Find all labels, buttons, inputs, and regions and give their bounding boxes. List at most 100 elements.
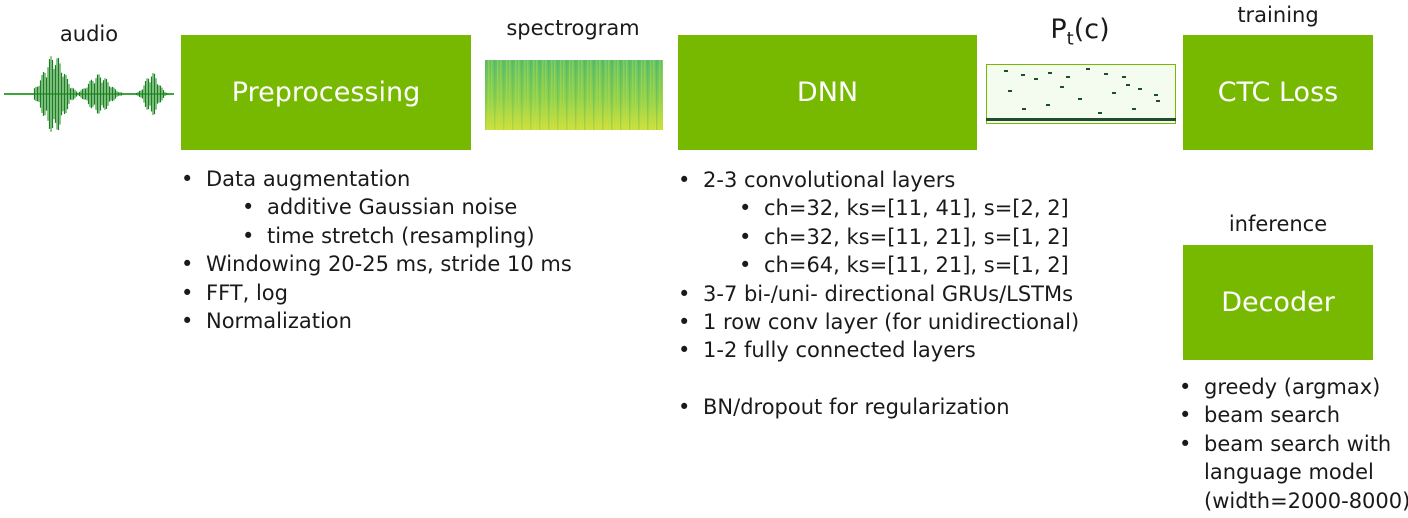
spectrogram-stripe (494, 60, 496, 130)
probability-subscript: t (1066, 28, 1074, 50)
list-item: beam search (1179, 401, 1408, 430)
list-spacer (678, 365, 1079, 393)
spectrogram-stripe (605, 60, 607, 130)
inference-label: inference (1228, 212, 1328, 236)
list-item: time stretch (resampling) (181, 222, 572, 251)
spectrogram-stripe (653, 60, 655, 130)
spectrogram-stripe (560, 60, 562, 130)
dnn-list: 2-3 convolutional layers ch=32, ks=[11, … (678, 166, 1079, 422)
spectrogram-stripe (506, 60, 508, 130)
spectrogram-stripe (554, 60, 556, 130)
spectrogram-stripe (557, 60, 559, 130)
list-item: ch=32, ks=[11, 21], s=[1, 2] (678, 223, 1079, 252)
spectrogram-stripe (656, 60, 658, 130)
spectrogram-stripe (635, 60, 637, 130)
spectrogram-stripe (491, 60, 493, 130)
probability-argument: (c) (1073, 14, 1110, 45)
spectrogram-stripe (638, 60, 640, 130)
decoder-box: Decoder (1183, 245, 1373, 360)
list-item: BN/dropout for regularization (678, 393, 1079, 422)
probability-mark (1066, 76, 1070, 78)
spectrogram-image (485, 60, 663, 130)
list-item: Data augmentation (181, 165, 572, 194)
probability-mark (1138, 88, 1142, 90)
spectrogram-stripe (629, 60, 631, 130)
spectrogram-stripe (641, 60, 643, 130)
spectrogram-stripe (602, 60, 604, 130)
list-item: greedy (argmax) (1179, 373, 1408, 402)
probability-mark (1112, 92, 1116, 94)
spectrogram-label: spectrogram (506, 16, 640, 40)
probability-mark (1034, 78, 1038, 80)
audio-waveform-icon (4, 56, 174, 132)
spectrogram-stripe (623, 60, 625, 130)
spectrogram-stripe (539, 60, 541, 130)
spectrogram-stripe (485, 60, 487, 130)
spectrogram-stripe (626, 60, 628, 130)
spectrogram-stripe (608, 60, 610, 130)
spectrogram-stripe (500, 60, 502, 130)
probability-mark (1086, 68, 1090, 70)
probability-mark (1098, 112, 1102, 114)
spectrogram-stripe (611, 60, 613, 130)
list-item: ch=32, ks=[11, 41], s=[2, 2] (678, 194, 1079, 223)
probability-label: Pt(c) (1035, 14, 1125, 49)
list-item: (width=2000-8000) (1204, 488, 1408, 513)
spectrogram-stripe (647, 60, 649, 130)
spectrogram-stripe (536, 60, 538, 130)
spectrogram-stripe (578, 60, 580, 130)
probability-mark (1048, 72, 1052, 74)
spectrogram-stripe (512, 60, 514, 130)
spectrogram-stripe (617, 60, 619, 130)
preprocessing-box: Preprocessing (181, 35, 471, 150)
list-item: additive Gaussian noise (181, 193, 572, 222)
probability-mark (1122, 76, 1126, 78)
list-item: language model (1204, 460, 1374, 485)
ctc-loss-box: CTC Loss (1183, 35, 1373, 150)
spectrogram-stripe (542, 60, 544, 130)
probability-mark (1008, 90, 1012, 92)
list-item: ch=64, ks=[11, 21], s=[1, 2] (678, 251, 1079, 280)
spectrogram-stripe (644, 60, 646, 130)
spectrogram-stripe (503, 60, 505, 130)
output-probability-matrix (986, 64, 1176, 124)
spectrogram-stripe (575, 60, 577, 130)
probability-mark (1004, 70, 1008, 72)
spectrogram-stripe (566, 60, 568, 130)
list-item: beam search with (1179, 430, 1408, 459)
spectrogram-stripe (530, 60, 532, 130)
spectrogram-stripe (584, 60, 586, 130)
spectrogram-stripe (587, 60, 589, 130)
spectrogram-stripe (521, 60, 523, 130)
list-item: Normalization (181, 307, 572, 336)
spectrogram-stripe (596, 60, 598, 130)
training-label: training (1237, 3, 1319, 27)
probability-mark (1126, 84, 1130, 86)
probability-mark (1156, 100, 1160, 102)
audio-label: audio (59, 22, 119, 46)
decoder-list: greedy (argmax) beam search beam search … (1179, 373, 1408, 515)
probability-mark (1078, 98, 1082, 100)
list-item: 1 row conv layer (for unidirectional) (678, 308, 1079, 337)
spectrogram-stripe (515, 60, 517, 130)
spectrogram-stripe (497, 60, 499, 130)
spectrogram-stripe (650, 60, 652, 130)
spectrogram-stripe (548, 60, 550, 130)
spectrogram-stripe (527, 60, 529, 130)
spectrogram-stripe (581, 60, 583, 130)
probability-mark (1060, 86, 1064, 88)
list-item: FFT, log (181, 279, 572, 308)
spectrogram-stripe (599, 60, 601, 130)
list-item: 3-7 bi-/uni- directional GRUs/LSTMs (678, 280, 1079, 309)
spectrogram-stripe (572, 60, 574, 130)
probability-mark (1104, 73, 1108, 75)
list-item: 2-3 convolutional layers (678, 166, 1079, 195)
probability-mark (1046, 104, 1050, 106)
spectrogram-stripe (590, 60, 592, 130)
preprocessing-list: Data augmentation additive Gaussian nois… (181, 165, 572, 336)
probability-mark (1021, 74, 1025, 76)
list-item: Windowing 20-25 ms, stride 10 ms (181, 250, 572, 279)
spectrogram-stripe (620, 60, 622, 130)
spectrogram-stripe (593, 60, 595, 130)
spectrogram-stripe (551, 60, 553, 130)
